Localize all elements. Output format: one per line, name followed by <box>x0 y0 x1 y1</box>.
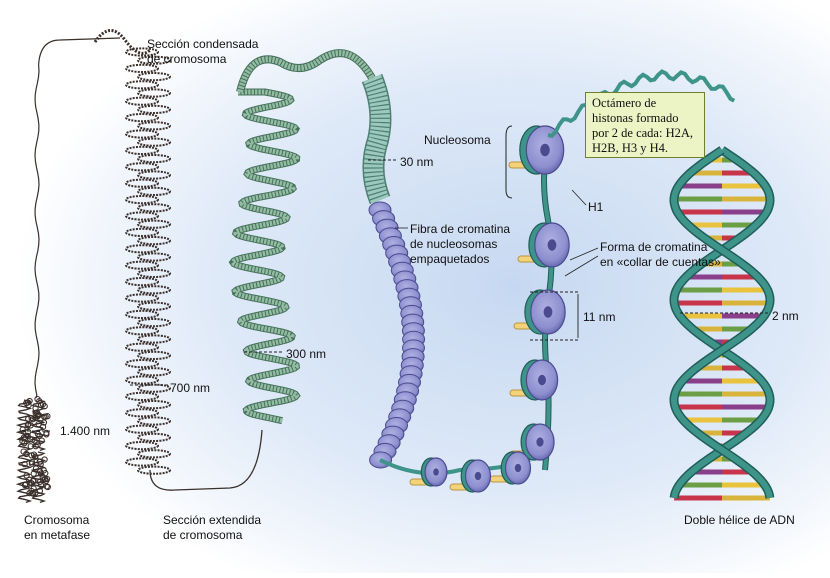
label-h1: H1 <box>588 200 603 215</box>
label-extended-section: Sección extendidade cromosoma <box>163 513 261 543</box>
histone-center <box>544 306 553 317</box>
label-chromatin-fiber: Fibra de cromatinade nucleosomasempaquet… <box>410 222 510 267</box>
histone-center <box>540 144 550 156</box>
measure-condensed: 700 nm <box>170 381 210 396</box>
measure-dna: 2 nm <box>772 309 799 324</box>
histone-center <box>538 375 546 385</box>
label-nucleosome: Nucleosoma <box>424 133 491 148</box>
measure-fiber: 30 nm <box>400 155 433 170</box>
histone-center <box>515 464 521 472</box>
histone-center <box>548 239 557 250</box>
measure-metaphase: 1.400 nm <box>60 424 110 439</box>
label-beads-form: Forma de cromatinaen «collar de cuentas» <box>600 240 721 270</box>
histone-center <box>536 437 543 446</box>
label-condensed-section: Sección condensadade cromosoma <box>147 37 258 67</box>
callout-histone-octamer: Octámero dehistonas formado por 2 de cad… <box>585 92 705 158</box>
histone-center <box>475 472 481 480</box>
histone-center <box>433 468 439 475</box>
measure-beads: 11 nm <box>583 310 615 325</box>
measure-extended: 300 nm <box>286 347 326 362</box>
label-dna-helix: Doble hélice de ADN <box>684 513 795 528</box>
label-metaphase: Cromosomaen metafase <box>24 513 90 543</box>
